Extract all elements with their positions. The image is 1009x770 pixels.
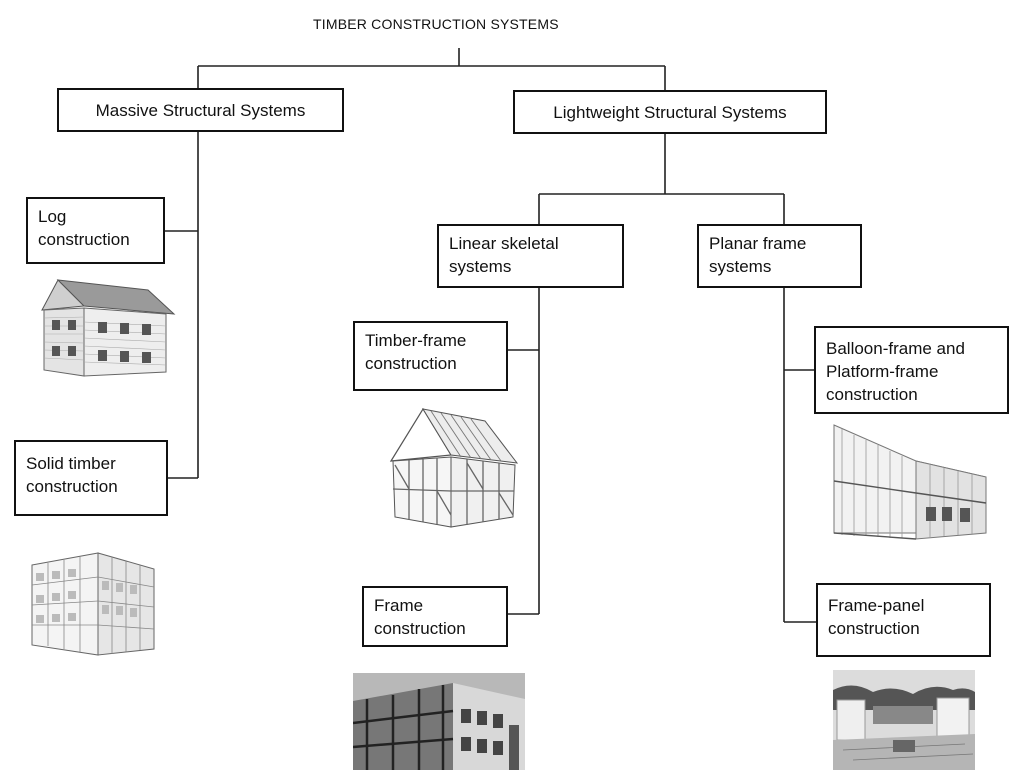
frame-construction-photo: [353, 673, 525, 770]
node-linear-skeletal-systems: Linear skeletal systems: [437, 224, 624, 288]
solid-timber-building-illustration: [31, 552, 155, 656]
node-frame-panel-construction: Frame-panel construction: [816, 583, 991, 657]
node-log-construction: Log construction: [26, 197, 165, 264]
timber-frame-house-illustration: [389, 407, 519, 528]
log-house-illustration: [41, 279, 176, 377]
node-planar-frame-systems: Planar frame systems: [697, 224, 862, 288]
node-frame-construction: Frame construction: [362, 586, 508, 647]
node-solid-timber-construction: Solid timber construction: [14, 440, 168, 516]
node-massive-structural-systems: Massive Structural Systems: [57, 88, 344, 132]
balloon-frame-building-illustration: [833, 424, 987, 540]
frame-panel-construction-photo: [833, 670, 975, 770]
node-timber-frame-construction: Timber-frame construction: [353, 321, 508, 391]
node-balloon-platform-frame-construction: Balloon-frame and Platform-frame constru…: [814, 326, 1009, 414]
diagram-title: TIMBER CONSTRUCTION SYSTEMS: [313, 16, 559, 32]
node-lightweight-structural-systems: Lightweight Structural Systems: [513, 90, 827, 134]
